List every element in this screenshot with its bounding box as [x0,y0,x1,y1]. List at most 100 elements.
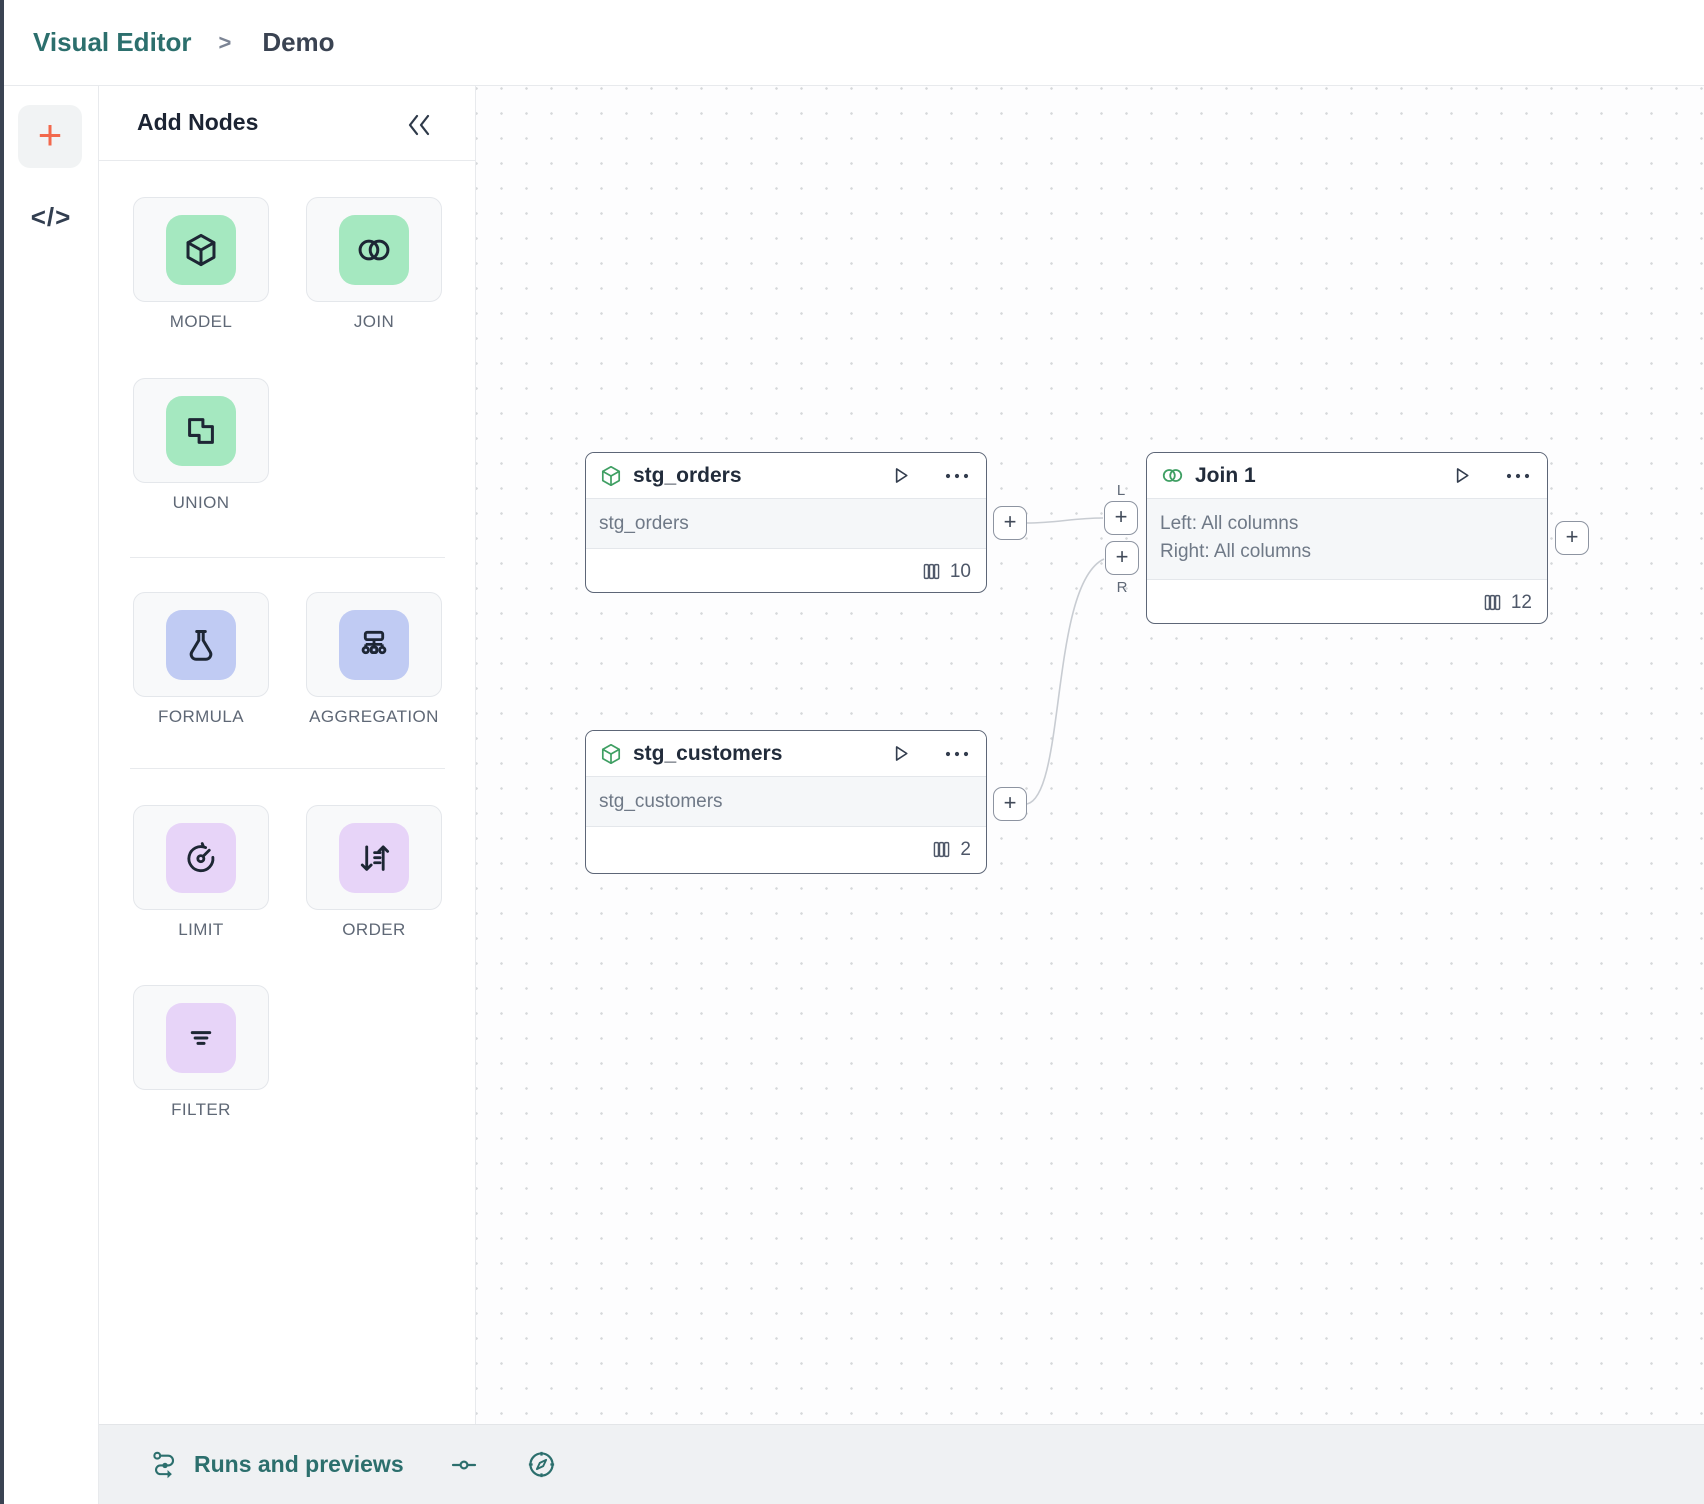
node-header: stg_customers [586,731,986,776]
node-header: stg_orders [586,453,986,498]
palette-item-label: JOIN [353,312,395,331]
plus-icon: + [1003,509,1017,534]
palette-item-order[interactable]: ORDER [306,805,442,940]
gauge-icon [166,822,236,893]
output-port-join-1[interactable]: + [1555,521,1589,555]
palette-item-formula[interactable]: FORMULA [133,592,269,727]
palette-item-join[interactable]: JOIN [306,197,442,332]
node-footer: 12 [1147,580,1547,623]
node-footer: 2 [586,827,986,872]
collapse-panel-button[interactable] [403,111,435,139]
node-stg-orders[interactable]: stg_orders stg_orders 10 [585,452,987,593]
palette-item-model[interactable]: MODEL [133,197,269,332]
columns-icon [934,841,950,858]
palette-item-filter[interactable]: FILTER [133,985,269,1120]
breadcrumb-current-page: Demo [262,27,335,57]
breadcrumb-separator: > [218,29,232,55]
run-node-button[interactable] [1449,463,1474,488]
plus-icon: + [1003,790,1017,815]
column-count: 2 [960,838,971,860]
join-circles-icon [1162,469,1183,482]
plus-icon: + [1114,504,1128,529]
node-body: Left: All columns Right: All columns [1147,498,1547,580]
node-title: stg_orders [633,463,742,487]
run-node-button[interactable] [888,463,913,488]
top-bar: Visual Editor > Demo [4,0,1704,86]
plus-icon: + [37,110,63,158]
commit-slider-icon [451,1460,476,1470]
code-icon: </> [30,202,72,232]
runs-route-icon [153,1451,174,1479]
sort-arrows-icon [339,822,409,893]
runs-and-previews-label: Runs and previews [194,1451,404,1477]
node-source-label: stg_customers [599,790,723,812]
join-left-input-port[interactable]: + [1104,501,1138,535]
join-right-input-port[interactable]: + [1105,541,1139,575]
palette-item-aggregation[interactable]: AGGREGATION [306,592,442,727]
columns-icon [923,563,940,580]
flask-icon [166,609,236,680]
output-port-stg-orders[interactable]: + [993,506,1027,540]
node-header: Join 1 [1147,453,1547,498]
join-circles-icon [339,214,409,285]
palette-item-label: FILTER [171,1100,231,1119]
left-rail: + </> [4,86,99,1504]
node-menu-button[interactable] [944,471,970,481]
palette-item-union[interactable]: UNION [133,378,269,513]
node-body: stg_customers [586,776,986,827]
double-chevron-left-icon [408,114,430,136]
node-footer: 10 [586,549,986,592]
panel-header: Add Nodes [99,86,475,161]
ellipsis-icon [1506,473,1530,478]
join-left-port-label: L [1116,482,1126,499]
flow-canvas[interactable]: stg_orders stg_orders 10 [476,86,1704,1424]
commit-slider-button[interactable] [449,1451,479,1479]
join-left-config: Left: All columns [1160,513,1299,534]
node-stg-customers[interactable]: stg_customers stg_customers 2 [585,730,987,874]
union-squares-icon [166,395,236,466]
breadcrumb-visual-editor[interactable]: Visual Editor [33,27,192,57]
node-join-1[interactable]: Join 1 Left: All columns Right: All colu… [1146,452,1548,624]
play-icon [895,468,908,483]
play-icon [895,746,908,761]
bottom-bar: Runs and previews [99,1424,1704,1504]
ellipsis-icon [945,473,969,478]
columns-icon [1484,594,1501,611]
node-body: stg_orders [586,498,986,549]
node-menu-button[interactable] [1505,471,1531,481]
palette-divider [130,768,445,769]
edge-stg-orders-to-join-left[interactable] [1026,517,1104,524]
join-right-port-label: R [1116,579,1128,596]
node-menu-button[interactable] [944,749,970,759]
add-node-button[interactable]: + [18,105,82,168]
join-right-config: Right: All columns [1160,541,1312,562]
column-count: 10 [949,560,971,582]
palette-item-label: UNION [172,493,230,512]
palette-item-label: MODEL [169,312,233,331]
palette-item-label: ORDER [342,920,406,939]
palette-item-label: LIMIT [178,920,224,939]
compass-icon [528,1451,554,1478]
cube-icon [601,465,621,486]
run-node-button[interactable] [888,741,913,766]
palette-item-limit[interactable]: LIMIT [133,805,269,940]
palette-item-label: AGGREGATION [309,707,439,726]
node-source-label: stg_orders [599,512,689,534]
filter-lines-icon [166,1002,236,1073]
edge-stg-customers-to-join-right[interactable] [1026,558,1105,805]
cube-icon [601,743,621,764]
output-port-stg-customers[interactable]: + [993,787,1027,821]
left-edge-bar [0,0,4,1504]
play-icon [1456,468,1469,483]
plus-icon: + [1565,524,1579,549]
column-count: 12 [1510,591,1532,613]
runs-and-previews-button[interactable]: Runs and previews [150,1450,404,1479]
node-title: Join 1 [1195,463,1256,487]
code-view-button[interactable]: </> [4,202,98,233]
ellipsis-icon [945,751,969,756]
panel-title: Add Nodes [137,109,259,135]
compass-button[interactable] [526,1449,557,1480]
aggregation-tree-icon [339,609,409,680]
plus-icon: + [1115,544,1129,569]
